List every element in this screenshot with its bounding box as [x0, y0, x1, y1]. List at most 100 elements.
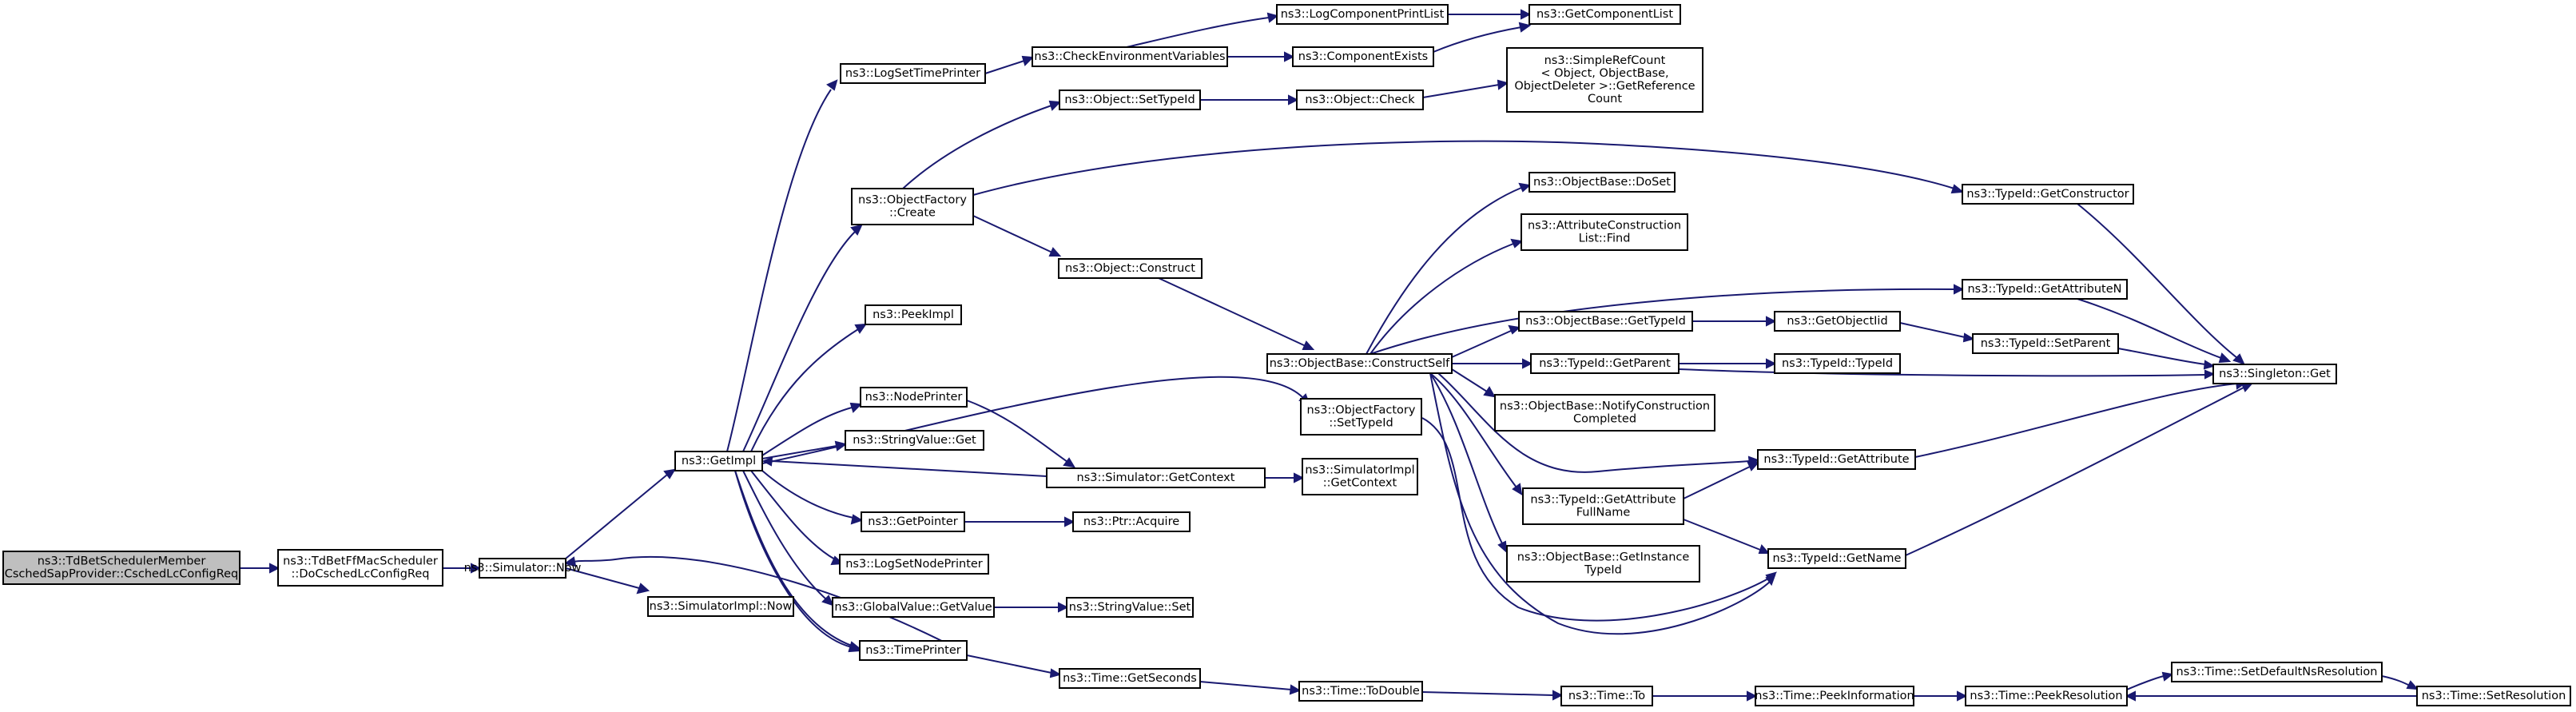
arrowhead-icon: [1064, 516, 1075, 527]
node-getobjectiid[interactable]: ns3::GetObjectIid: [1774, 311, 1901, 332]
arrowhead-icon: [471, 563, 482, 574]
node-box: [1962, 279, 2128, 300]
node-strvalget[interactable]: ns3::StringValue::Get: [845, 430, 984, 451]
node-ofsettypeid[interactable]: ns3::ObjectFactory::SetTypeId: [1300, 398, 1422, 436]
node-simgetctx[interactable]: ns3::Simulator::GetContext: [1046, 467, 1266, 488]
call-edge: [966, 400, 1068, 463]
node-box: [1506, 47, 1703, 113]
node-obnotify[interactable]: ns3::ObjectBase::NotifyConstructionCompl…: [1494, 394, 1715, 432]
arrowhead-icon: [1063, 457, 1075, 468]
node-obconstructself[interactable]: ns3::ObjectBase::ConstructSelf: [1266, 353, 1453, 374]
call-edge: [1678, 368, 2206, 377]
node-typeidsetparent[interactable]: ns3::TypeId::SetParent: [1972, 333, 2119, 354]
arrowhead-icon: [1758, 544, 1771, 554]
node-objconstruct[interactable]: ns3::Object::Construct: [1058, 258, 1203, 279]
arrowhead-icon: [1289, 684, 1302, 695]
node-timetodouble[interactable]: ns3::Time::ToDouble: [1298, 681, 1423, 702]
node-timeto[interactable]: ns3::Time::To: [1560, 686, 1653, 706]
node-box: [860, 387, 968, 408]
node-typeidgetctor[interactable]: ns3::TypeId::GetConstructor: [1962, 184, 2134, 205]
node-objsettypeid[interactable]: ns3::Object::SetTypeId: [1059, 89, 1201, 110]
node-docsched[interactable]: ns3::TdBetFfMacScheduler::DoCschedLcConf…: [277, 549, 443, 587]
node-timesetres[interactable]: ns3::Time::SetResolution: [2416, 686, 2571, 706]
node-label: TypeId: [1584, 564, 1622, 577]
node-label: ns3::ObjectBase::ConstructSelf: [1270, 357, 1450, 370]
call-edge: [2126, 675, 2165, 690]
node-getcomplist[interactable]: ns3::GetComponentList: [1529, 4, 1681, 25]
call-edge: [2077, 203, 2238, 359]
node-label: ns3::Time::ToDouble: [1302, 685, 1420, 698]
node-label: ns3::ObjectBase::DoSet: [1533, 176, 1671, 189]
arrowhead-icon: [1497, 540, 1508, 554]
node-label: ns3::Time::PeekInformation: [1755, 690, 1914, 702]
node-peekimpl[interactable]: ns3::PeekImpl: [865, 304, 962, 325]
node-typeidgetattrn[interactable]: ns3::TypeId::GetAttributeN: [1962, 279, 2128, 300]
node-timepeekinfo[interactable]: ns3::Time::PeekInformation: [1755, 686, 1914, 706]
node-label: ns3::TypeId::GetParent: [1539, 357, 1671, 370]
node-box: [1774, 353, 1901, 374]
call-edge: [2117, 348, 2206, 365]
node-obgettypeid[interactable]: ns3::ObjectBase::GetTypeId: [1518, 311, 1693, 332]
node-root[interactable]: ns3::TdBetSchedulerMemberCschedSapProvid…: [2, 551, 241, 585]
arrowhead-icon: [563, 556, 577, 567]
arrowhead-icon: [2204, 369, 2216, 380]
node-getpointer[interactable]: ns3::GetPointer: [861, 511, 965, 532]
node-label: ns3::Time::SetDefaultNsResolution: [2176, 666, 2378, 678]
node-timegetsec[interactable]: ns3::Time::GetSeconds: [1059, 668, 1201, 689]
node-timeprinter[interactable]: ns3::TimePrinter: [859, 640, 968, 661]
node-ofcreate[interactable]: ns3::ObjectFactory::Create: [851, 188, 974, 225]
call-edge: [726, 89, 832, 452]
node-obdoset[interactable]: ns3::ObjectBase::DoSet: [1529, 172, 1676, 193]
call-edge: [573, 555, 961, 651]
call-edges: [240, 9, 2419, 702]
node-label: ns3::GlobalValue::GetValue: [834, 601, 992, 614]
arrowhead-icon: [1049, 668, 1062, 678]
node-box: [1530, 353, 1680, 374]
node-timesetdefns[interactable]: ns3::Time::SetDefaultNsResolution: [2171, 662, 2383, 682]
node-strvalset[interactable]: ns3::StringValue::Set: [1066, 597, 1194, 618]
arrowhead-icon: [1962, 332, 1975, 343]
arrowhead-icon: [1766, 358, 1777, 369]
node-compexists[interactable]: ns3::ComponentExists: [1292, 46, 1434, 67]
node-logsettp[interactable]: ns3::LogSetTimePrinter: [840, 63, 986, 84]
node-label: ::Create: [889, 207, 936, 220]
node-label: ns3::Singleton::Get: [2219, 368, 2331, 380]
arrowhead-icon: [1266, 12, 1279, 23]
node-objcheck[interactable]: ns3::Object::Check: [1296, 89, 1424, 110]
node-ptracquire[interactable]: ns3::Ptr::Acquire: [1072, 511, 1191, 532]
arrowhead-icon: [850, 514, 864, 525]
arrowhead-icon: [821, 595, 834, 607]
node-label: ns3::Simulator::GetContext: [1077, 471, 1235, 484]
node-typeidgetname[interactable]: ns3::TypeId::GetName: [1767, 548, 1906, 569]
node-typeidtypeid[interactable]: ns3::TypeId::TypeId: [1774, 353, 1901, 374]
node-getimpl[interactable]: ns3::GetImpl: [674, 451, 763, 471]
node-nodeprinter[interactable]: ns3::NodePrinter: [860, 387, 968, 408]
arrowhead-icon: [1294, 472, 1305, 483]
call-edge: [1199, 681, 1292, 690]
node-label: ns3::TdBetSchedulerMember: [38, 555, 206, 568]
node-simimplgetctx[interactable]: ns3::SimulatorImpl::GetContext: [1302, 458, 1418, 495]
node-label: ns3::ObjectBase::NotifyConstruction: [1500, 400, 1710, 413]
node-label: CschedSapProvider::CschedLcConfigReq: [5, 568, 239, 581]
node-checkenv[interactable]: ns3::CheckEnvironmentVariables: [1032, 46, 1228, 67]
node-logcpl[interactable]: ns3::LogComponentPrintList: [1276, 4, 1449, 25]
node-box: [1059, 89, 1201, 110]
node-singletonget[interactable]: ns3::Singleton::Get: [2212, 364, 2337, 384]
node-simplerefcount[interactable]: ns3::SimpleRefCount< Object, ObjectBase,…: [1506, 47, 1703, 113]
arrowhead-icon: [1510, 238, 1524, 249]
node-typeidgetattr[interactable]: ns3::TypeId::GetAttribute: [1757, 449, 1916, 470]
node-simimplnow[interactable]: ns3::SimulatorImpl::Now: [647, 596, 794, 617]
node-gvgetvalue[interactable]: ns3::GlobalValue::GetValue: [832, 597, 995, 618]
node-typeidgetparent[interactable]: ns3::TypeId::GetParent: [1530, 353, 1680, 374]
node-simnow[interactable]: ns3::Simulator::Now: [464, 558, 582, 579]
node-timepeekres[interactable]: ns3::Time::PeekResolution: [1965, 686, 2128, 706]
node-label: ns3::AttributeConstruction: [1528, 220, 1681, 233]
node-box: [2, 551, 241, 585]
node-label: ns3::Time::SetResolution: [2422, 690, 2566, 702]
node-logsetnp[interactable]: ns3::LogSetNodePrinter: [839, 554, 989, 575]
call-edge: [761, 376, 1303, 464]
